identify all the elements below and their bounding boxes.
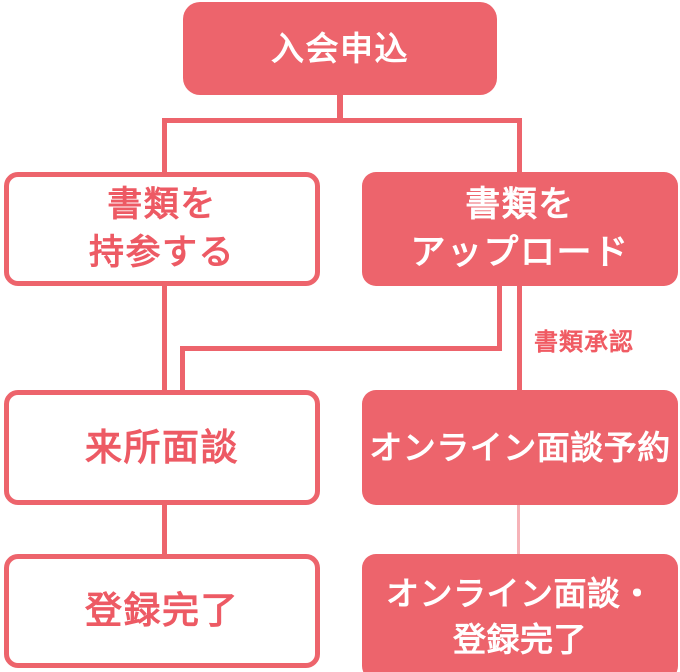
node-label: オンライン面談予約 bbox=[369, 427, 671, 467]
node-label-line1: オンライン面談・ bbox=[386, 574, 654, 614]
connector-left-column bbox=[162, 118, 167, 556]
node-online-interview-reservation: オンライン面談予約 bbox=[362, 390, 678, 505]
node-label: 入会申込 bbox=[271, 28, 409, 68]
connector-approval-to-visit bbox=[180, 346, 185, 394]
connector-reserve-to-complete bbox=[517, 505, 520, 555]
node-label-line2: 登録完了 bbox=[453, 620, 587, 659]
node-bring-documents: 書類を 持参する bbox=[4, 172, 320, 286]
node-label: 登録完了 bbox=[85, 589, 239, 633]
node-membership-application: 入会申込 bbox=[183, 2, 497, 95]
node-online-interview-registration-complete: オンライン面談・ 登録完了 bbox=[362, 554, 678, 672]
connector-stem-from-apply bbox=[337, 93, 343, 121]
node-label-line1: 書類を bbox=[465, 184, 575, 225]
node-upload-documents: 書類を アップロード bbox=[362, 172, 678, 286]
connector-branch-horizontal bbox=[162, 118, 522, 123]
connector-upload-to-approval bbox=[497, 284, 502, 349]
node-label: 来所面談 bbox=[85, 425, 239, 469]
document-approval-label: 書類承認 bbox=[534, 328, 634, 356]
node-label-line1: 書類を bbox=[107, 184, 217, 225]
node-label-line2: アップロード bbox=[410, 233, 630, 273]
connector-approval-to-left bbox=[180, 346, 502, 351]
node-label-line2: 持参する bbox=[88, 233, 235, 273]
node-registration-complete: 登録完了 bbox=[4, 554, 320, 668]
node-visit-interview: 来所面談 bbox=[4, 390, 320, 505]
